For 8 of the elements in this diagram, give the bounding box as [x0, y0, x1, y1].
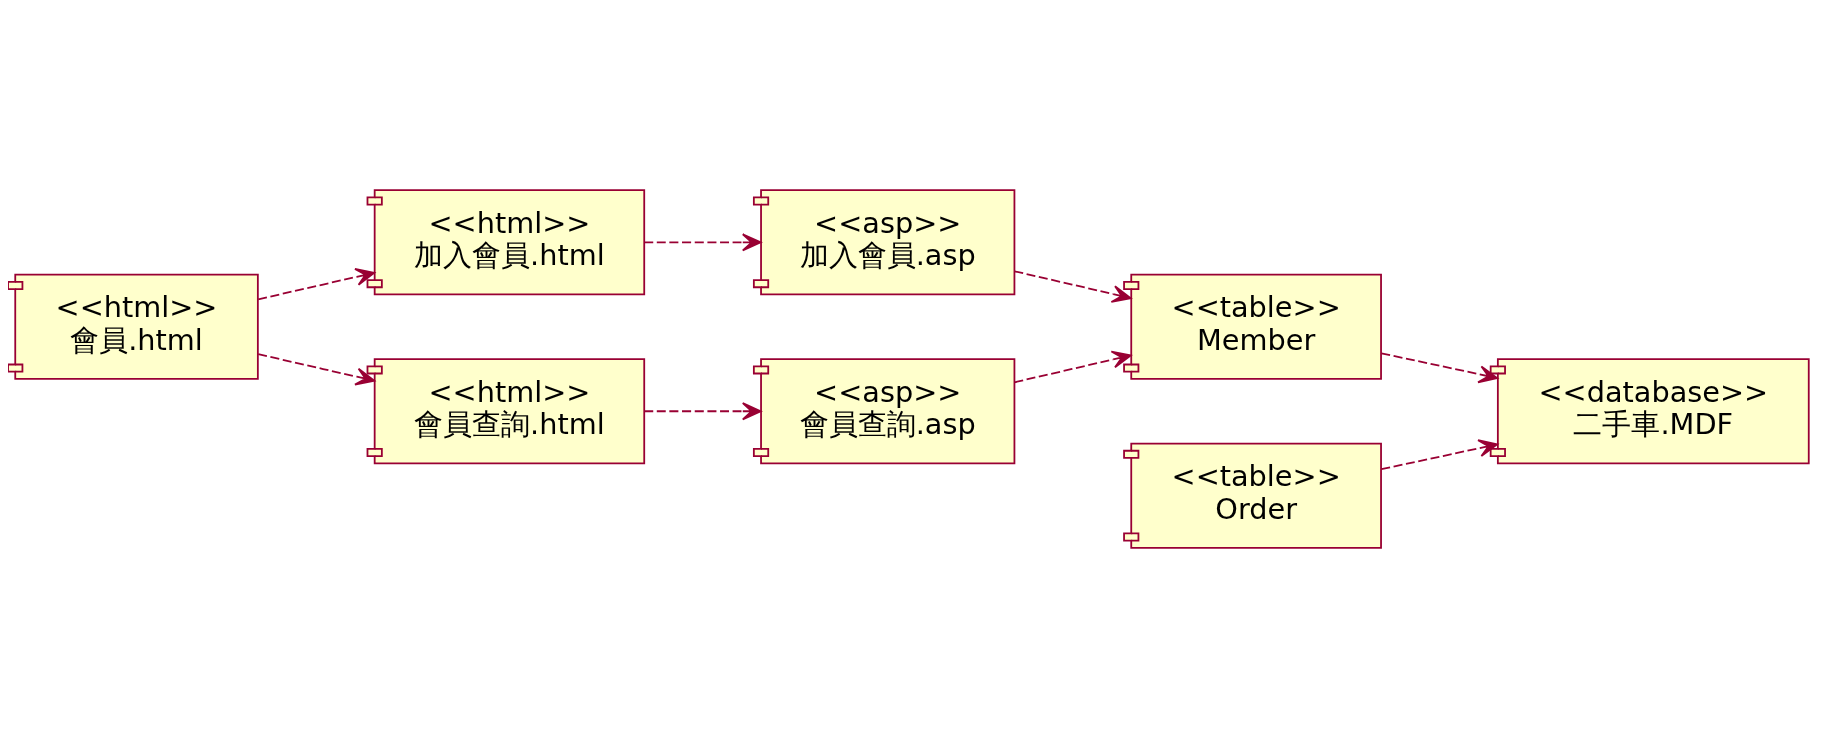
arrow: [1380, 438, 1499, 470]
arrow: [1013, 350, 1132, 383]
arrow: [257, 267, 376, 300]
arrow: [257, 352, 376, 385]
arrow: [643, 232, 762, 251]
arrow: [1380, 351, 1499, 383]
arrow: [643, 401, 762, 420]
arrow: [1013, 269, 1132, 303]
